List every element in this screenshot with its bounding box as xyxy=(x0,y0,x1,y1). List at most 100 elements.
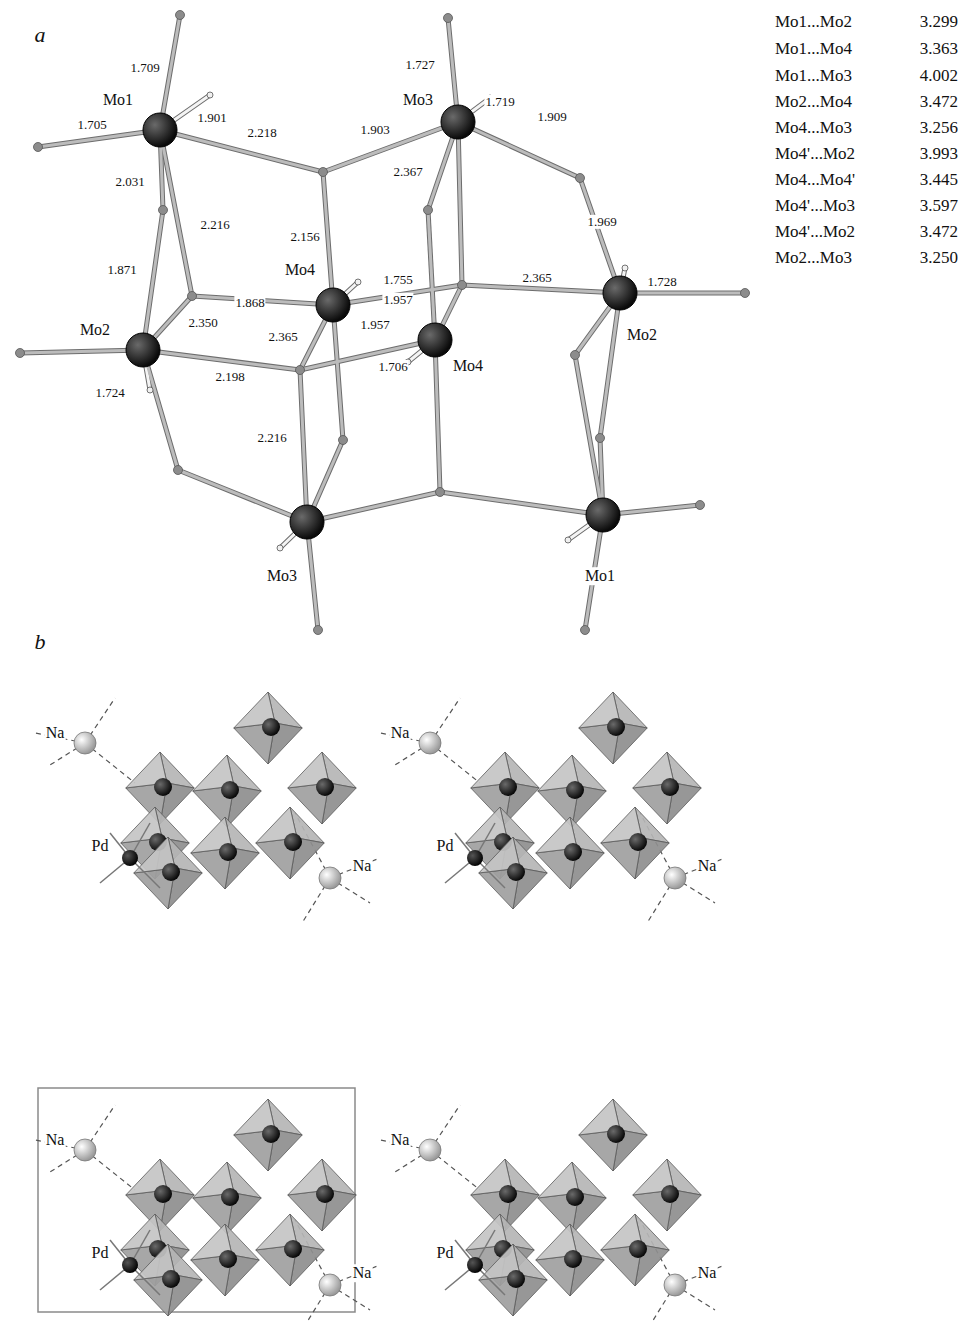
table-cell: 3.472 xyxy=(920,93,958,112)
bond xyxy=(38,130,160,147)
bond-length: 1.706 xyxy=(377,360,408,374)
molybdenum-atom xyxy=(564,843,582,861)
molybdenum-atom xyxy=(316,288,350,322)
molybdenum-atom xyxy=(262,718,280,736)
molybdenum-atom xyxy=(154,1185,172,1203)
bond xyxy=(300,370,307,522)
bond xyxy=(143,350,178,470)
panel-letter: b xyxy=(35,630,46,654)
bond-length: 1.871 xyxy=(106,263,137,277)
bond-length: 2.198 xyxy=(214,370,245,384)
oxygen-atom xyxy=(458,281,467,290)
oxygen-atom xyxy=(622,265,628,271)
mo-octahedron xyxy=(234,1099,302,1171)
bond xyxy=(435,340,440,492)
bond-length: 2.365 xyxy=(521,271,552,285)
bond-outline xyxy=(307,492,440,522)
bond-outline xyxy=(160,130,323,172)
bond xyxy=(143,350,300,370)
mo-octahedron xyxy=(288,752,356,824)
atom-label: Pd xyxy=(91,1244,110,1262)
oxygen-atom xyxy=(296,366,305,375)
table-cell: 3.363 xyxy=(920,40,958,59)
atom-label: Mo4 xyxy=(452,357,484,375)
oxygen-atom xyxy=(188,292,197,301)
mo-octahedron xyxy=(288,1159,356,1231)
oxygen-atom xyxy=(696,501,705,510)
mo-octahedron xyxy=(579,692,647,764)
oxygen-atom xyxy=(596,434,605,443)
oxygen-atom xyxy=(581,626,590,635)
atom-label: Na xyxy=(352,857,373,875)
bond xyxy=(428,210,435,340)
mo-octahedron xyxy=(601,807,669,879)
molybdenum-atom xyxy=(629,1240,647,1258)
oxygen-atom xyxy=(159,206,168,215)
molybdenum-atom xyxy=(290,505,324,539)
molybdenum-atom xyxy=(221,781,239,799)
unit-cell xyxy=(38,1088,355,1312)
mo-octahedron xyxy=(536,1224,604,1296)
molybdenum-atom xyxy=(126,333,160,367)
oxygen-atom xyxy=(444,14,453,23)
molybdenum-atom xyxy=(262,1125,280,1143)
oxygen-atom xyxy=(741,289,750,298)
sodium-atom xyxy=(664,867,686,889)
bond-outline xyxy=(458,122,462,285)
atom-label: Mo1 xyxy=(102,91,134,109)
panel-letter: a xyxy=(35,23,46,47)
cluster-unit xyxy=(35,1099,380,1321)
bond-outline xyxy=(462,285,620,293)
bond xyxy=(160,130,323,172)
atom-label: Mo1 xyxy=(584,567,616,585)
molybdenum-atom xyxy=(507,1270,525,1288)
atom-label: Pd xyxy=(91,837,110,855)
bond-length: 2.216 xyxy=(199,218,230,232)
atom-label: Na xyxy=(45,724,66,742)
sodium-atom xyxy=(74,1139,96,1161)
bond-length: 1.719 xyxy=(484,95,515,109)
oxygen-atom xyxy=(34,143,43,152)
bond-outline xyxy=(143,350,300,370)
table-cell: Mo1...Mo3 xyxy=(775,67,852,86)
table-cell: Mo1...Mo2 xyxy=(775,13,852,32)
molybdenum-atom xyxy=(221,1188,239,1206)
bond-outline xyxy=(323,122,458,172)
table-cell: Mo4'...Mo2 xyxy=(775,145,855,164)
bond-length: 1.903 xyxy=(359,123,390,137)
palladium-atom xyxy=(467,850,483,866)
bond-length: 2.156 xyxy=(289,230,320,244)
bond-length: 1.957 xyxy=(359,318,390,332)
bond-length: 2.367 xyxy=(392,165,423,179)
atom-label: Mo2 xyxy=(79,321,111,339)
mo-octahedron xyxy=(536,817,604,889)
bond xyxy=(20,350,143,353)
molybdenum-atom xyxy=(441,105,475,139)
mo-octahedron xyxy=(193,1162,261,1234)
molybdenum-atom xyxy=(566,781,584,799)
table-cell: 3.250 xyxy=(920,249,958,268)
ball-and-stick-cluster xyxy=(16,11,750,635)
oxygen-atom xyxy=(314,626,323,635)
molybdenum-atom xyxy=(566,1188,584,1206)
bond-length: 2.031 xyxy=(114,175,145,189)
palladium-atom xyxy=(467,1257,483,1273)
molybdenum-atom xyxy=(316,1185,334,1203)
table-cell: Mo2...Mo4 xyxy=(775,93,852,112)
polyhedral-packing xyxy=(35,692,725,1321)
oxygen-atom xyxy=(339,436,348,445)
bond-outline xyxy=(300,370,307,522)
oxygen-atom xyxy=(424,206,433,215)
molybdenum-atom xyxy=(629,833,647,851)
atom-label: Pd xyxy=(436,837,455,855)
bond-length: 2.216 xyxy=(256,431,287,445)
molybdenum-atom xyxy=(499,778,517,796)
bond-length: 1.755 xyxy=(382,273,413,287)
bond-outline xyxy=(160,15,180,130)
bond xyxy=(160,15,180,130)
table-cell: 3.597 xyxy=(920,197,958,216)
atom-label: Mo3 xyxy=(266,567,298,585)
atom-label: Pd xyxy=(436,1244,455,1262)
bond-outline xyxy=(323,172,333,305)
molybdenum-atom xyxy=(219,843,237,861)
